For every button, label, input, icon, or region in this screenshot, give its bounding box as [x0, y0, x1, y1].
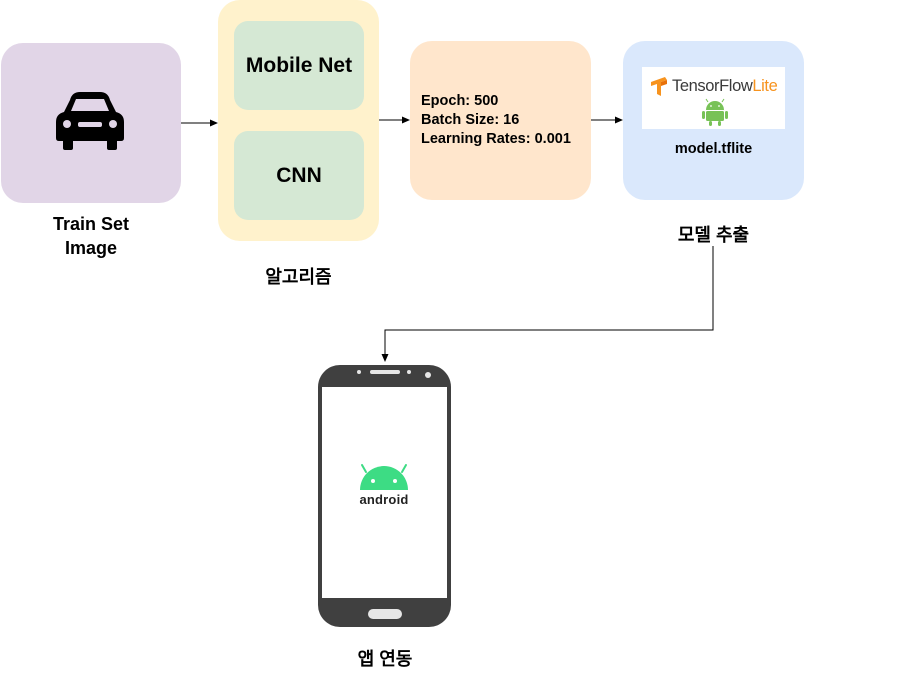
epoch-text: Epoch: 500 — [421, 93, 499, 109]
android-logo-icon — [360, 464, 408, 490]
car-icon — [56, 92, 124, 150]
smartphone-icon — [318, 365, 451, 627]
algorithm-label: 알고리즘 — [265, 267, 332, 287]
params-text: Epoch: 500 Batch Size: 16 Learning Rates… — [421, 92, 571, 149]
model-file-label: model.tflite — [674, 141, 753, 157]
tensorflow-logo-icon — [651, 77, 667, 96]
mobilenet-node: Mobile Net — [234, 21, 364, 110]
cnn-node: CNN — [234, 131, 364, 220]
android-robot-icon — [702, 98, 728, 126]
app-link-label: 앱 연동 — [357, 649, 413, 669]
tflite-logo-text: TensorFlowLite — [672, 77, 778, 96]
model-export-label: 모델 추출 — [677, 225, 750, 245]
train-label-line1: Train Set — [52, 214, 130, 234]
tflite-word-lite: Lite — [752, 77, 778, 95]
params-box — [410, 41, 591, 200]
android-wordmark: android — [359, 492, 409, 507]
arrow-model-to-app — [381, 246, 714, 362]
tflite-word-main: TensorFlow — [672, 77, 753, 95]
learning-rate-text: Learning Rates: 0.001 — [421, 131, 571, 147]
train-label-line2: Image — [64, 238, 118, 258]
train-set-label: Train Set Image — [30, 212, 152, 260]
batch-size-text: Batch Size: 16 — [421, 112, 520, 128]
